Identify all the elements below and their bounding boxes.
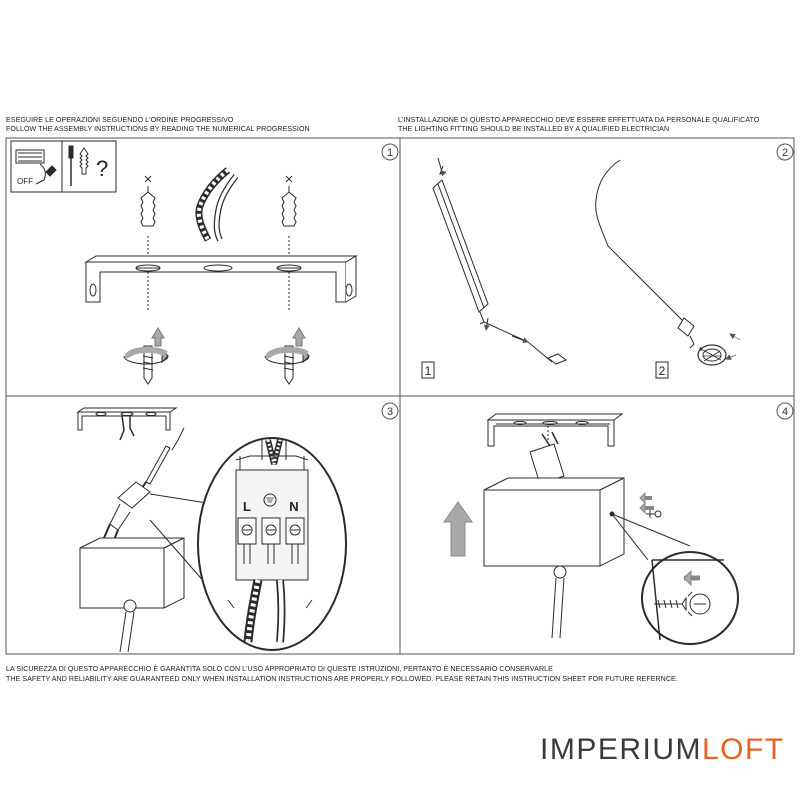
ceiling-bracket-large — [486, 413, 624, 447]
step-number-4: 4 — [776, 402, 794, 420]
svg-text:1: 1 — [425, 364, 432, 378]
screw-right — [264, 272, 310, 385]
step-number-2: 2 — [776, 143, 794, 161]
screw-detail-zoom — [641, 551, 739, 645]
wall-plug-right — [281, 175, 297, 262]
canopy-box — [79, 537, 185, 653]
lamp-socket-icon — [697, 344, 727, 366]
switch-off-icon — [15, 149, 57, 185]
mounting-bracket — [84, 255, 358, 303]
wall-plug-left — [140, 175, 156, 262]
ceiling-bracket-small — [76, 407, 178, 441]
terminal-block-large — [529, 426, 565, 485]
panel-grid — [5, 137, 795, 655]
screwdriver-wiring — [137, 427, 185, 495]
svg-text:3: 3 — [387, 406, 393, 418]
panel-2: 1 2 — [421, 157, 741, 379]
canopy-box-lifted — [483, 477, 625, 639]
screwdriver-icon — [68, 145, 74, 186]
screw-left — [123, 272, 169, 385]
substep-1-label: 1 — [421, 361, 435, 379]
svg-text:N: N — [289, 499, 298, 514]
substep-2-label: 2 — [655, 361, 669, 379]
svg-text:?: ? — [96, 156, 108, 181]
header-right-line2: THE LIGHTING FITTING SHOULD BE INSTALLED… — [398, 125, 670, 133]
brand-logo: IMPERIUMLOFT — [540, 733, 785, 767]
header-right-line1: L'INSTALLAZIONE DI QUESTO APPARECCHIO DE… — [398, 116, 760, 124]
panel-3: L N — [76, 407, 347, 653]
svg-text:4: 4 — [782, 406, 788, 418]
fixing-screw-small — [639, 491, 662, 518]
svg-text:2: 2 — [782, 147, 788, 159]
wiring-detail-zoom: L N — [197, 437, 347, 651]
svg-text:2: 2 — [659, 364, 666, 378]
footer-line2: THE SAFETY AND RELIABILITY ARE GUARANTEE… — [6, 675, 678, 683]
step-number-3: 3 — [381, 402, 399, 420]
pendant-tube-sub1 — [432, 157, 568, 365]
terminal-block-small — [103, 481, 151, 541]
header-left-line1: ESEGUIRE LE OPERAZIONI SEGUENDO L'ORDINE… — [6, 116, 234, 124]
brand-logo-part1: IMPERIUM — [540, 733, 702, 766]
wall-plug-icon — [79, 147, 89, 175]
lift-arrow-icon — [443, 501, 473, 557]
svg-text:OFF: OFF — [17, 177, 33, 186]
tools-icons: OFF ? — [10, 140, 117, 193]
supply-cable — [195, 167, 239, 242]
brand-logo-part2: LOFT — [702, 733, 785, 766]
footer-line1: LA SICUREZZA DI QUESTO APPARECCHIO È GAR… — [6, 665, 553, 673]
svg-text:1: 1 — [387, 147, 393, 159]
panel-4 — [443, 413, 739, 645]
panel-1: OFF ? — [10, 140, 358, 385]
header-left-line2: FOLLOW THE ASSEMBLY INSTRUCTIONS BY READ… — [6, 125, 310, 133]
lampholder-sub2 — [595, 159, 741, 366]
step-number-1: 1 — [381, 143, 399, 161]
svg-text:L: L — [243, 499, 251, 514]
